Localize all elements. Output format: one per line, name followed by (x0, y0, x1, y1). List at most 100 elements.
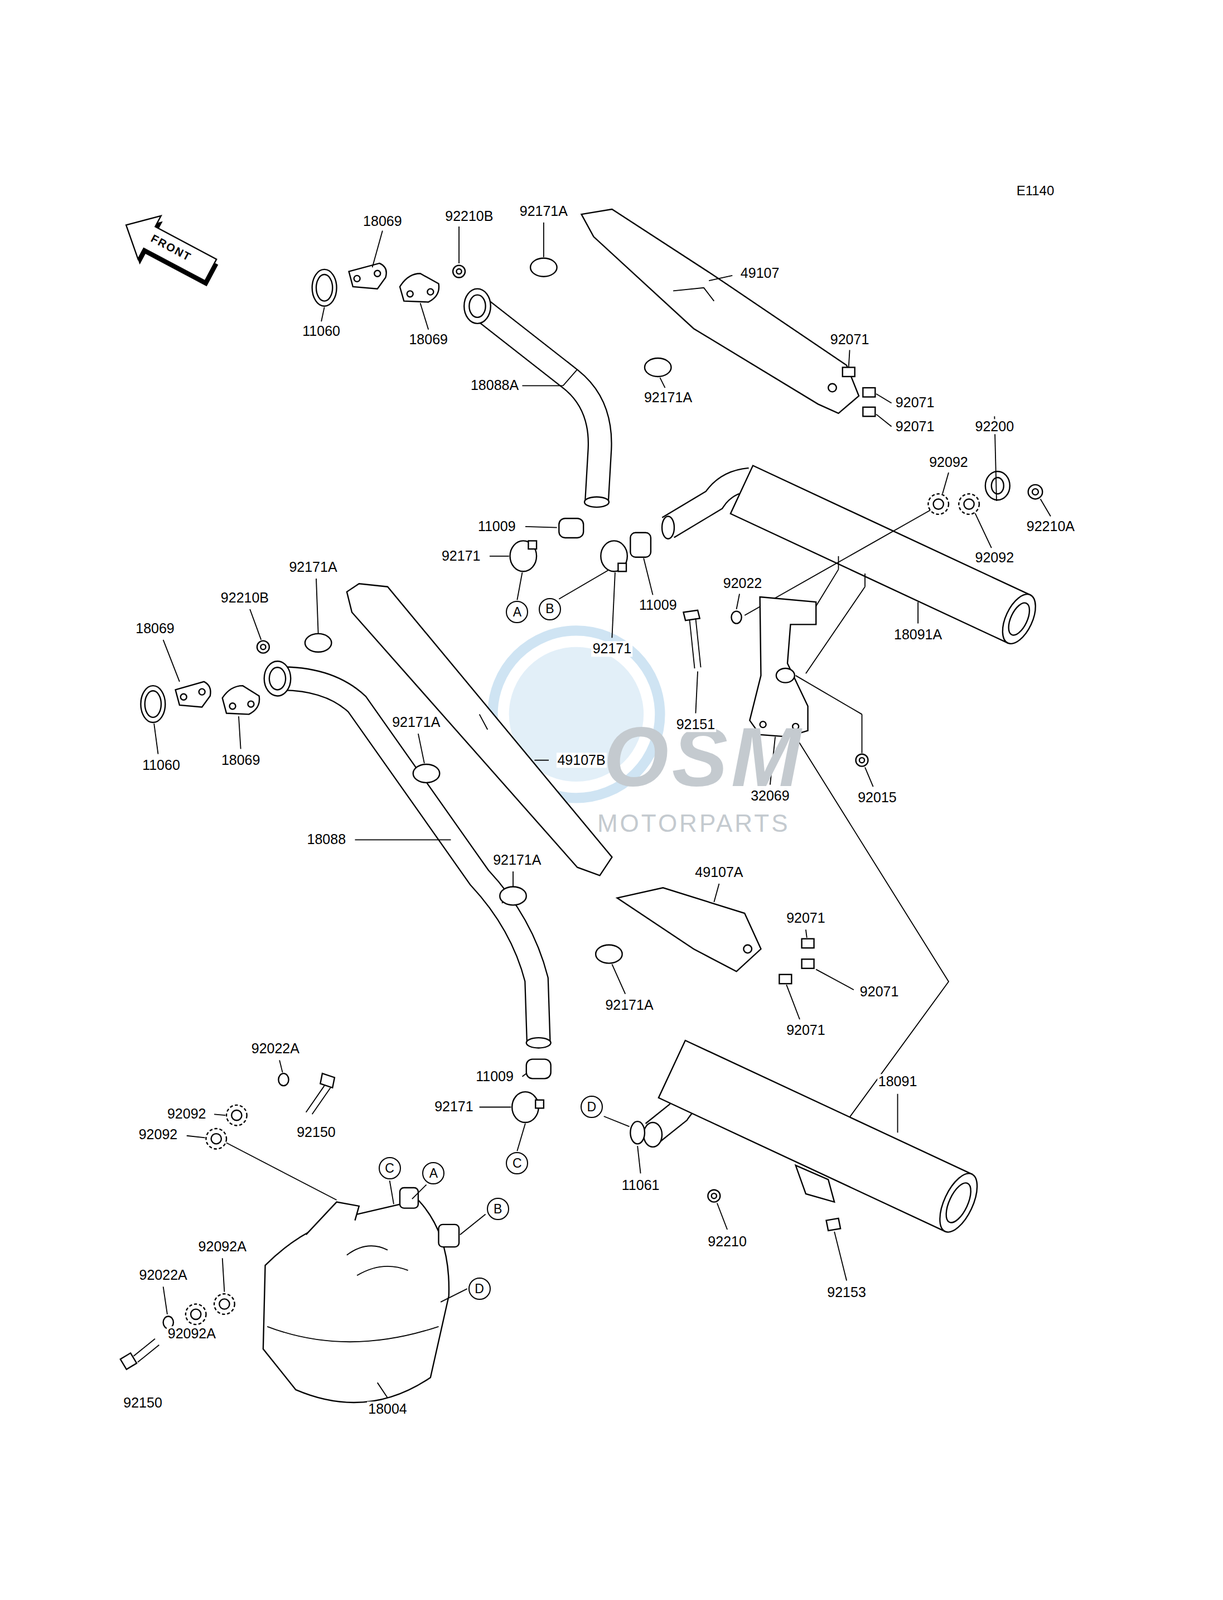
drawing-ellipse (630, 1120, 645, 1144)
callout-number: 92171A (643, 390, 694, 406)
drawing-ellipse (499, 886, 527, 905)
drawing-circle (205, 1128, 227, 1149)
drawing-path (489, 555, 510, 557)
callout-number: 92071 (858, 983, 901, 1000)
callout-number: 18091A (892, 626, 944, 643)
drawing-path (163, 1286, 168, 1314)
drawing-path (534, 759, 549, 761)
drawing-path (238, 716, 241, 749)
drawing-polygon (795, 1165, 835, 1202)
drawing-circle (427, 288, 434, 296)
drawing-circle (452, 265, 466, 278)
drawing-circle (231, 1109, 242, 1120)
drawing-line (864, 573, 866, 587)
callout-number: 11060 (301, 324, 342, 340)
drawing-circle (856, 753, 869, 767)
drawing-polygon (114, 203, 222, 292)
callout-number: 18069 (220, 752, 262, 768)
drawing-path (975, 513, 992, 548)
drawing-line (306, 1085, 325, 1113)
callout-number: 92071 (894, 418, 936, 435)
front-arrow (112, 203, 226, 298)
drawing-ellipse (510, 540, 538, 572)
drawing-rect (438, 1224, 459, 1247)
drawing-circle (211, 1133, 222, 1144)
drawing-circle (374, 270, 381, 277)
drawing-circle (354, 275, 361, 282)
lower-exhaust (140, 583, 985, 1237)
drawing-path (786, 984, 800, 1019)
drawing-circle (229, 702, 236, 709)
drawing-path (279, 1059, 283, 1072)
drawing-path (558, 569, 608, 599)
drawing-path (516, 572, 522, 600)
drawing-path (603, 1115, 630, 1126)
callout-number: 92071 (829, 331, 871, 348)
drawing-circle (958, 493, 980, 515)
drawing-path (1040, 498, 1051, 516)
drawing-circle (257, 640, 270, 654)
drawing-polygon (581, 209, 859, 414)
drawing-line (838, 556, 840, 570)
drawing-path (713, 883, 719, 902)
drawing-ellipse (991, 477, 1004, 494)
drawing-path (659, 377, 665, 388)
watermark: MOTORPARTS (596, 809, 792, 837)
callout-number: 11009 (637, 597, 679, 613)
drawing-ellipse (413, 764, 441, 783)
drawing-ellipse (996, 588, 1043, 649)
callout-number: 92092 (927, 454, 970, 471)
callout-number: 92092 (166, 1106, 208, 1123)
drawing-ellipse (644, 358, 672, 377)
reference-letter: C (384, 1161, 395, 1175)
reference-circle: A (505, 600, 529, 623)
callout-number: 92200 (974, 418, 1016, 435)
drawing-path (377, 1381, 388, 1397)
drawing-ellipse (1004, 599, 1034, 638)
silencer (120, 1072, 459, 1403)
drawing-circle (1028, 484, 1043, 500)
drawing-line (815, 569, 839, 607)
drawing-path (389, 1180, 394, 1204)
drawing-path (440, 1288, 468, 1302)
drawing-ellipse (144, 690, 162, 718)
callout-number: 92092A (166, 1325, 217, 1342)
drawing-path (186, 1135, 206, 1138)
reference-circle: D (580, 1095, 603, 1118)
drawing-path (683, 610, 700, 621)
drawing-line (861, 713, 863, 753)
callout-number: 92171A (603, 997, 655, 1013)
drawing-path (460, 1214, 486, 1235)
callout-number: 92092 (974, 550, 1016, 567)
drawing-ellipse (463, 288, 491, 324)
drawing-path (316, 578, 319, 634)
callout-number: 92171A (518, 203, 569, 220)
drawing-ellipse (776, 668, 795, 683)
drawing-ellipse (584, 496, 609, 507)
drawing-path (512, 871, 514, 887)
callout-number: 92210B (219, 590, 270, 606)
drawing-circle (711, 1192, 717, 1198)
drawing-path (864, 766, 874, 787)
drawing-path (346, 1245, 409, 1275)
drawing-line (226, 1142, 337, 1200)
drawing-polygon (346, 583, 613, 876)
callout-number: 92171 (440, 548, 482, 564)
callout-number: 11060 (141, 757, 182, 773)
reference-circle: C (378, 1156, 401, 1179)
drawing-path (420, 302, 429, 330)
drawing-circle (219, 1298, 230, 1309)
callout-number: 92022A (250, 1040, 301, 1057)
drawing-path (834, 1231, 847, 1281)
drawing-path (643, 558, 653, 596)
reference-letter: B (545, 602, 554, 616)
callout-number: 92150 (295, 1124, 337, 1140)
drawing-circle (260, 644, 266, 650)
reference-letter: D (474, 1282, 485, 1295)
drawing-path (876, 414, 892, 427)
drawing-path (717, 1202, 728, 1230)
drawing-rect (558, 518, 584, 538)
drawing-ellipse (305, 633, 332, 652)
drawing-rect (526, 1059, 551, 1079)
callout-number: 18069 (407, 331, 449, 348)
